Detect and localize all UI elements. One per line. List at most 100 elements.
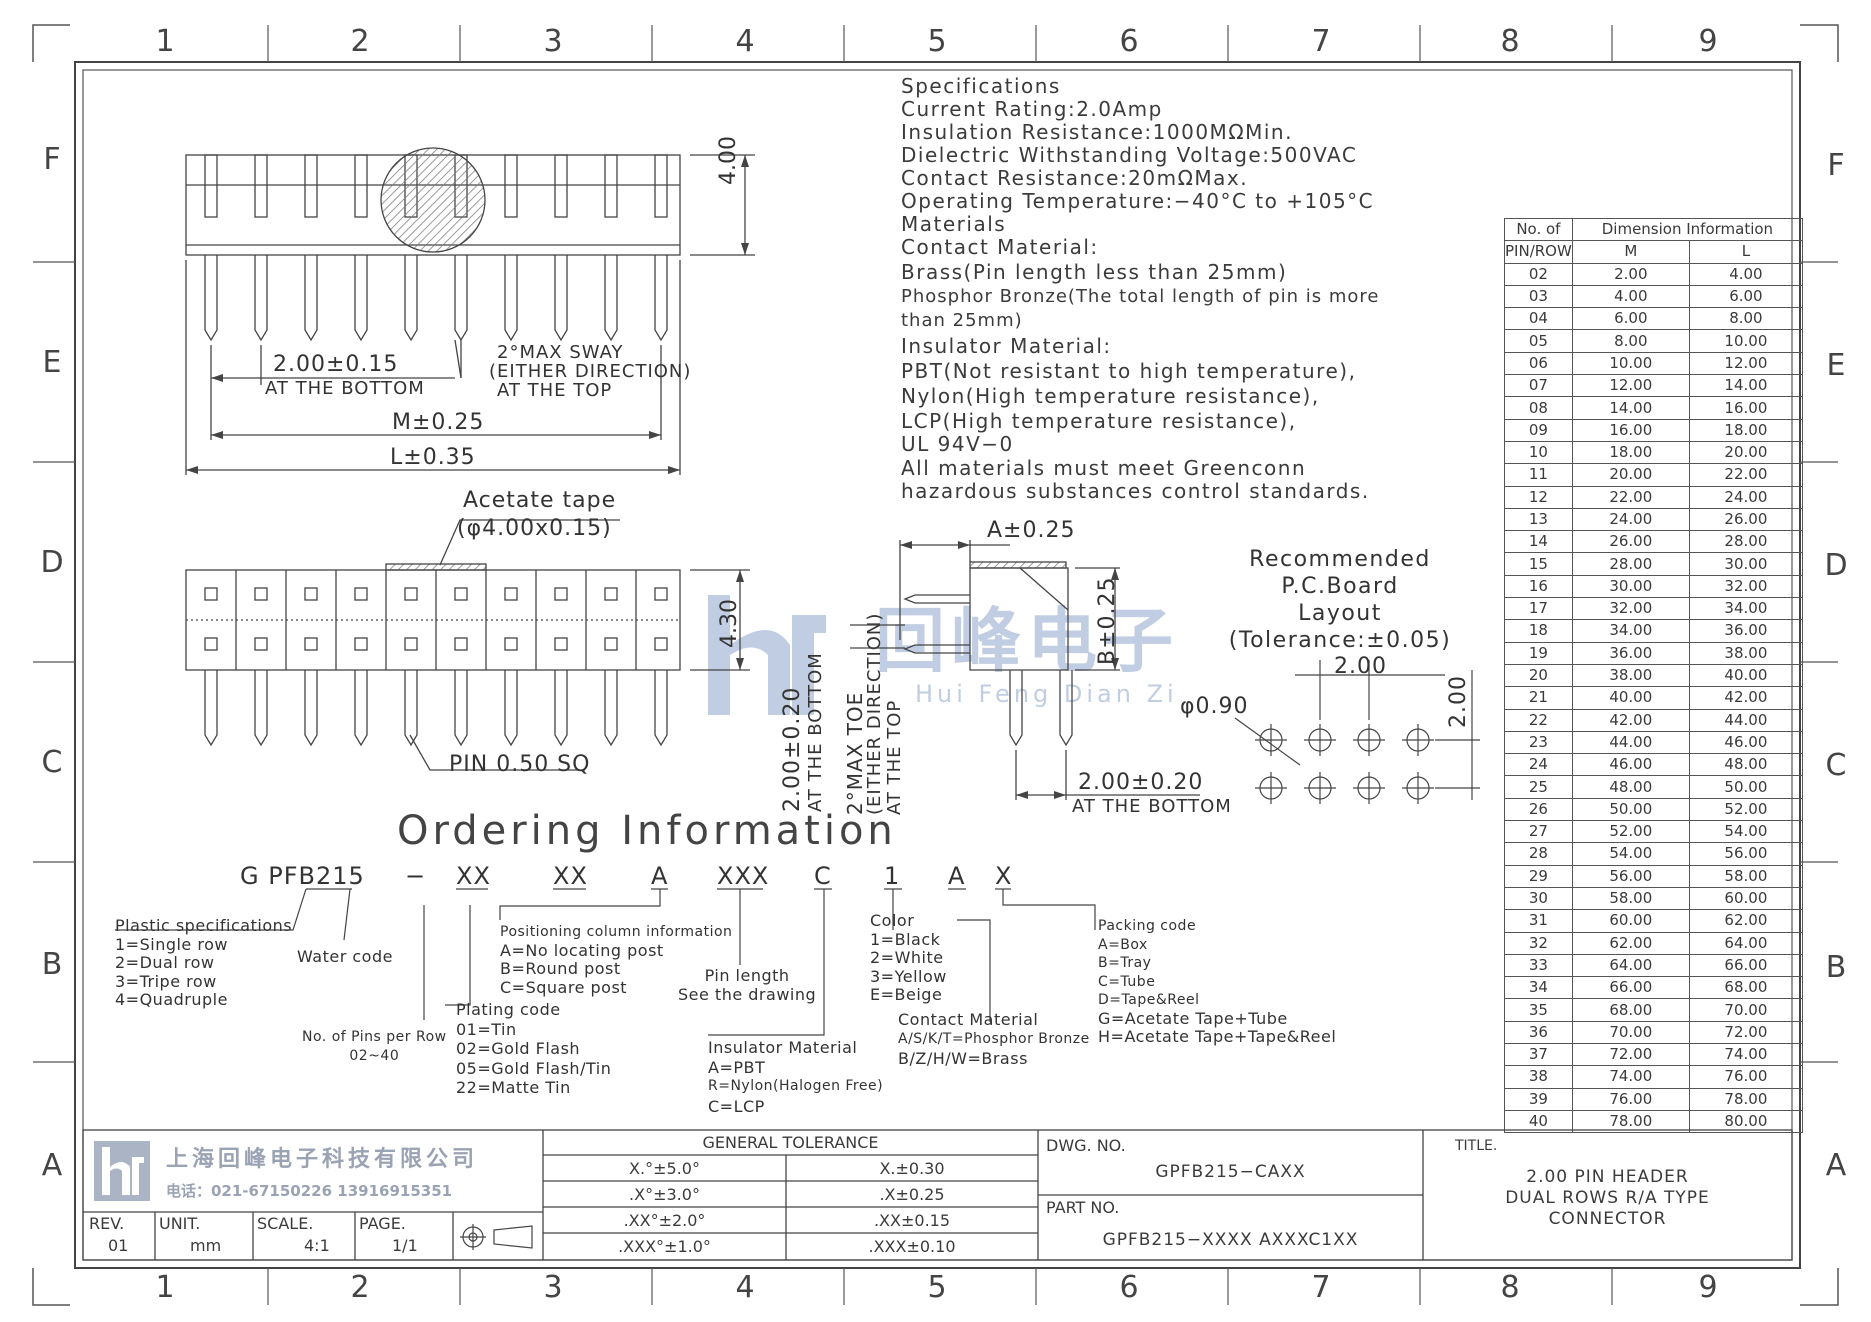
dim-a: A±0.25	[987, 518, 1076, 543]
note-line: 2=Dual row	[115, 953, 215, 972]
code-part: C	[814, 862, 832, 890]
grid-col-label: 7	[1311, 24, 1331, 59]
table-cell: 46.00	[1688, 730, 1804, 755]
ordering-title: Ordering Information	[397, 808, 897, 854]
table-cell: 34	[1504, 976, 1573, 1000]
table-cell: 33	[1504, 953, 1573, 978]
spec-line: Insulator Material:	[901, 334, 1112, 358]
note-line: C=LCP	[708, 1096, 765, 1116]
table-cell: 58.00	[1571, 886, 1690, 911]
spec-line: All materials must meet Greenconn	[901, 456, 1307, 480]
table-cell: 26.00	[1688, 507, 1804, 532]
hf-logo-icon	[94, 1141, 150, 1201]
note-line: Insulator Material	[708, 1038, 858, 1057]
watermark-en: Hui Feng Dian Zi	[915, 680, 1178, 708]
code-part: A	[948, 862, 966, 890]
insulator-note: Insulator Material A=PBT R=Nylon(Halogen…	[708, 1038, 883, 1116]
rev-label: REV.	[89, 1214, 125, 1233]
table-cell: 28.00	[1688, 530, 1804, 554]
scale-value: 4:1	[304, 1236, 330, 1255]
table-cell: 76.00	[1688, 1065, 1804, 1089]
spec-line: PBT(Not resistant to high temperature),	[901, 359, 1357, 383]
table-cell: 68.00	[1571, 998, 1690, 1022]
grid-col-label: 7	[1311, 1270, 1331, 1305]
table-cell: 48.00	[1688, 753, 1804, 777]
pcb-title-line1: Recommended P.C.Board	[1249, 547, 1431, 599]
tolerance-angle: .XXX°±1.0°	[618, 1237, 711, 1256]
table-cell: 22.00	[1688, 463, 1804, 487]
table-cell: 14	[1504, 530, 1573, 554]
part-no-value: GPFB215−XXXX AXXXC1XX	[1102, 1230, 1359, 1250]
note-line: 02~40	[349, 1048, 400, 1064]
tape-size: (φ4.00x0.15)	[457, 516, 612, 541]
grid-row-label: C	[1825, 748, 1847, 783]
spec-line: Contact Resistance:20mΩMax.	[901, 166, 1249, 190]
dim-l: L±0.35	[390, 445, 476, 470]
dim-bottom: 2.00±0.20	[1078, 770, 1204, 795]
plastic-spec-note: Plastic specifications 1=Single row 2=Du…	[115, 916, 293, 1010]
grid-col-label: 3	[543, 24, 563, 59]
pin-length-note: Pin length See the drawing	[678, 966, 816, 1004]
dim-m: M±0.25	[392, 410, 485, 435]
grid-row-label: F	[1827, 148, 1845, 183]
company-phone: 电话：021-67150226 13916915351	[166, 1182, 453, 1200]
table-cell: 27	[1504, 820, 1573, 844]
table-cell: 36.00	[1688, 619, 1804, 643]
table-cell: 50.00	[1571, 797, 1690, 822]
table-cell: 42.00	[1571, 708, 1690, 732]
note-line: 05=Gold Flash/Tin	[456, 1058, 612, 1078]
note-line: R=Nylon(Halogen Free)	[708, 1078, 884, 1094]
table-cell: 40.00	[1571, 686, 1690, 710]
table-cell: 20.00	[1571, 463, 1690, 487]
pins-per-row-note: No. of Pins per Row 02~40	[302, 1028, 447, 1066]
grid-row-label: A	[1825, 1148, 1847, 1183]
note-line: See the drawing	[678, 985, 817, 1004]
tolerance-angle: .XX°±2.0°	[623, 1211, 706, 1230]
table-cell: 8.00	[1688, 307, 1804, 331]
table-cell: 26	[1504, 797, 1573, 822]
spec-line: Dielectric Withstanding Voltage:500VAC	[901, 143, 1358, 167]
grid-row-label: D	[40, 545, 64, 580]
table-cell: 56.00	[1688, 842, 1804, 866]
projection-symbol-icon	[460, 1224, 533, 1250]
packing-note: Packing code A=Box B=Tray C=Tube D=Tape&…	[1098, 917, 1336, 1047]
table-cell: 31	[1504, 909, 1573, 933]
dimension-table: No. of Dimension Information PIN/ROW M L…	[1504, 217, 1804, 1134]
tolerance-linear: .X±0.25	[879, 1185, 945, 1204]
table-cell: 10	[1504, 440, 1573, 465]
pcb-title: Recommended P.C.Board Layout (Tolerance:…	[1190, 546, 1490, 654]
table-cell: 62.00	[1688, 909, 1804, 933]
grid-col-label: 3	[543, 1270, 563, 1305]
table-cell: 15	[1504, 552, 1573, 576]
table-cell: 12	[1504, 485, 1573, 509]
note-line: No. of Pins per Row	[302, 1029, 447, 1045]
code-part: G PFB215	[240, 862, 365, 890]
note-line: Plastic specifications	[115, 916, 293, 935]
table-cell: 18.00	[1688, 418, 1804, 442]
table-cell: 38.00	[1571, 663, 1690, 688]
note-line: Pin length	[704, 966, 790, 985]
grid-col-label: 1	[155, 1270, 175, 1305]
table-cell: 16.00	[1688, 396, 1804, 420]
drawing-title-line: DUAL ROWS R/A TYPE	[1505, 1188, 1710, 1208]
table-cell: 18	[1504, 619, 1573, 643]
table-cell: 38.00	[1688, 641, 1804, 665]
table-cell: 32.00	[1571, 597, 1690, 621]
table-cell: 34.00	[1571, 619, 1690, 643]
note-line: C=Square post	[500, 977, 628, 997]
note-line: A=PBT	[708, 1057, 766, 1077]
dim-pitch: 2.00±0.15	[273, 352, 399, 377]
tolerance-linear: .XXX±0.10	[868, 1237, 956, 1256]
table-cell: 80.00	[1688, 1109, 1804, 1134]
